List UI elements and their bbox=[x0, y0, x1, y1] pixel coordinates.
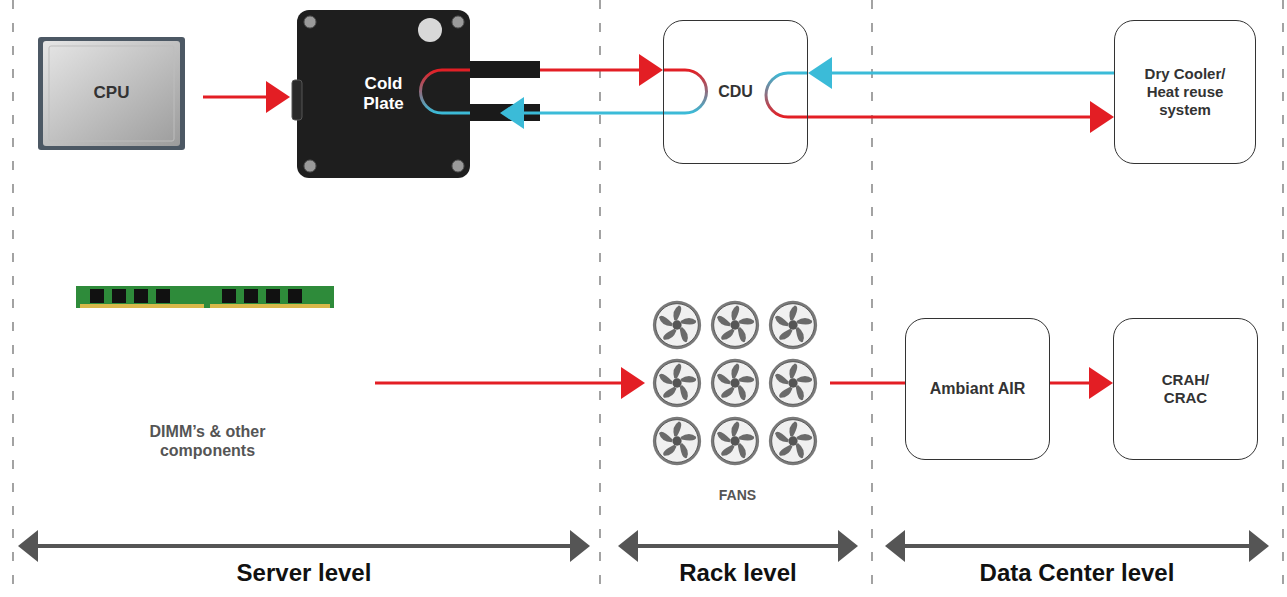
node-label: Dry Cooler/ Heat reuse system bbox=[1135, 65, 1235, 119]
level-label: Server level bbox=[18, 558, 590, 588]
fan-array: FANS bbox=[645, 292, 830, 510]
dry-cooler-box: Dry Cooler/ Heat reuse system bbox=[1114, 20, 1256, 164]
flow-arrow bbox=[808, 57, 1114, 89]
flow-arrow bbox=[830, 383, 905, 384]
cold-plate: Cold Plate bbox=[297, 10, 470, 178]
flow-arrow bbox=[203, 81, 290, 113]
node-label: FANS bbox=[719, 487, 756, 504]
cpu-chip: CPU bbox=[38, 37, 185, 150]
node-label: DIMM’s & other components bbox=[108, 422, 308, 460]
level-label: Data Center level bbox=[885, 558, 1269, 588]
node-label: CRAH/ CRAC bbox=[1156, 371, 1216, 407]
node-label: Ambiant AIR bbox=[930, 379, 1025, 398]
node-label: Cold Plate bbox=[354, 74, 414, 115]
flow-arrow bbox=[808, 101, 1114, 133]
level-label: Rack level bbox=[618, 558, 858, 588]
flow-arrow bbox=[1050, 367, 1113, 399]
crah-crac-box: CRAH/ CRAC bbox=[1113, 318, 1258, 460]
flow-arrow bbox=[375, 367, 645, 399]
node-label: CDU bbox=[718, 82, 753, 101]
ambient-air-box: Ambiant AIR bbox=[905, 318, 1050, 460]
flow-arrow bbox=[500, 97, 663, 129]
flow-arrow bbox=[540, 54, 663, 86]
node-label: CPU bbox=[94, 83, 130, 103]
dimm-module: DIMM’s & other components bbox=[70, 285, 345, 470]
cdu-box: CDU bbox=[663, 20, 808, 164]
